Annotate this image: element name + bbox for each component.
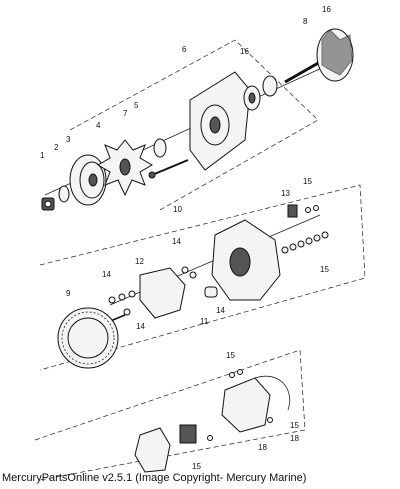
callout-6: 6 — [182, 45, 187, 54]
callout-1: 1 — [40, 151, 45, 160]
part-rotor — [284, 28, 354, 84]
callout-4: 4 — [96, 121, 101, 130]
part-stator — [57, 307, 119, 369]
callout-9: 9 — [66, 289, 71, 298]
callout-10: 10 — [173, 205, 182, 214]
part-fan — [97, 139, 153, 197]
part-screws-insulators — [107, 266, 218, 323]
callout-11: 11 — [200, 317, 209, 326]
part-collar — [262, 75, 278, 97]
part-pulley — [69, 154, 107, 206]
callout-15-upper: 15 — [303, 177, 312, 186]
upper-assembly-outline — [69, 39, 319, 211]
callout-5: 5 — [134, 101, 139, 110]
callout-15-lower-b: 15 — [290, 421, 299, 430]
part-terminal-stud — [287, 204, 298, 218]
part-small-screws — [207, 369, 273, 441]
callout-14-a: 14 — [172, 237, 181, 246]
callout-15-lower-a: 15 — [226, 351, 235, 360]
part-nut — [41, 197, 55, 211]
part-through-bolt — [148, 159, 189, 179]
callout-15-lower-c: 15 — [192, 462, 201, 471]
lower-assembly-outline — [34, 349, 306, 481]
callout-18-a: 18 — [290, 434, 299, 443]
image-caption: MercuryPartsOnline v2.5.1 (Image Copyrig… — [2, 472, 307, 484]
callout-12: 12 — [135, 257, 144, 266]
callout-16-top: 16 — [322, 5, 331, 14]
part-washer — [58, 185, 70, 203]
part-insulating-washers — [281, 205, 329, 254]
callout-7: 7 — [123, 109, 128, 118]
part-spacer — [153, 138, 167, 158]
callout-16-bearing: 16 — [240, 47, 249, 56]
middle-assembly-outline — [39, 184, 366, 371]
callout-3: 3 — [66, 135, 71, 144]
part-rectifier-bridge — [139, 267, 186, 319]
callout-2: 2 — [54, 143, 59, 152]
part-slip-ring-end-frame — [211, 219, 281, 301]
callout-18-b: 18 — [258, 443, 267, 452]
part-drive-end-frame — [189, 71, 251, 171]
part-regulator — [221, 375, 290, 433]
callout-13: 13 — [281, 189, 290, 198]
part-bearing — [243, 85, 261, 111]
callout-14-d: 14 — [216, 306, 225, 315]
callout-14-b: 14 — [102, 270, 111, 279]
callout-15-mid: 15 — [320, 265, 329, 274]
callout-14-c: 14 — [136, 322, 145, 331]
part-brush-holder — [179, 424, 197, 444]
callout-8: 8 — [303, 17, 308, 26]
part-regulator-cover — [134, 427, 171, 473]
